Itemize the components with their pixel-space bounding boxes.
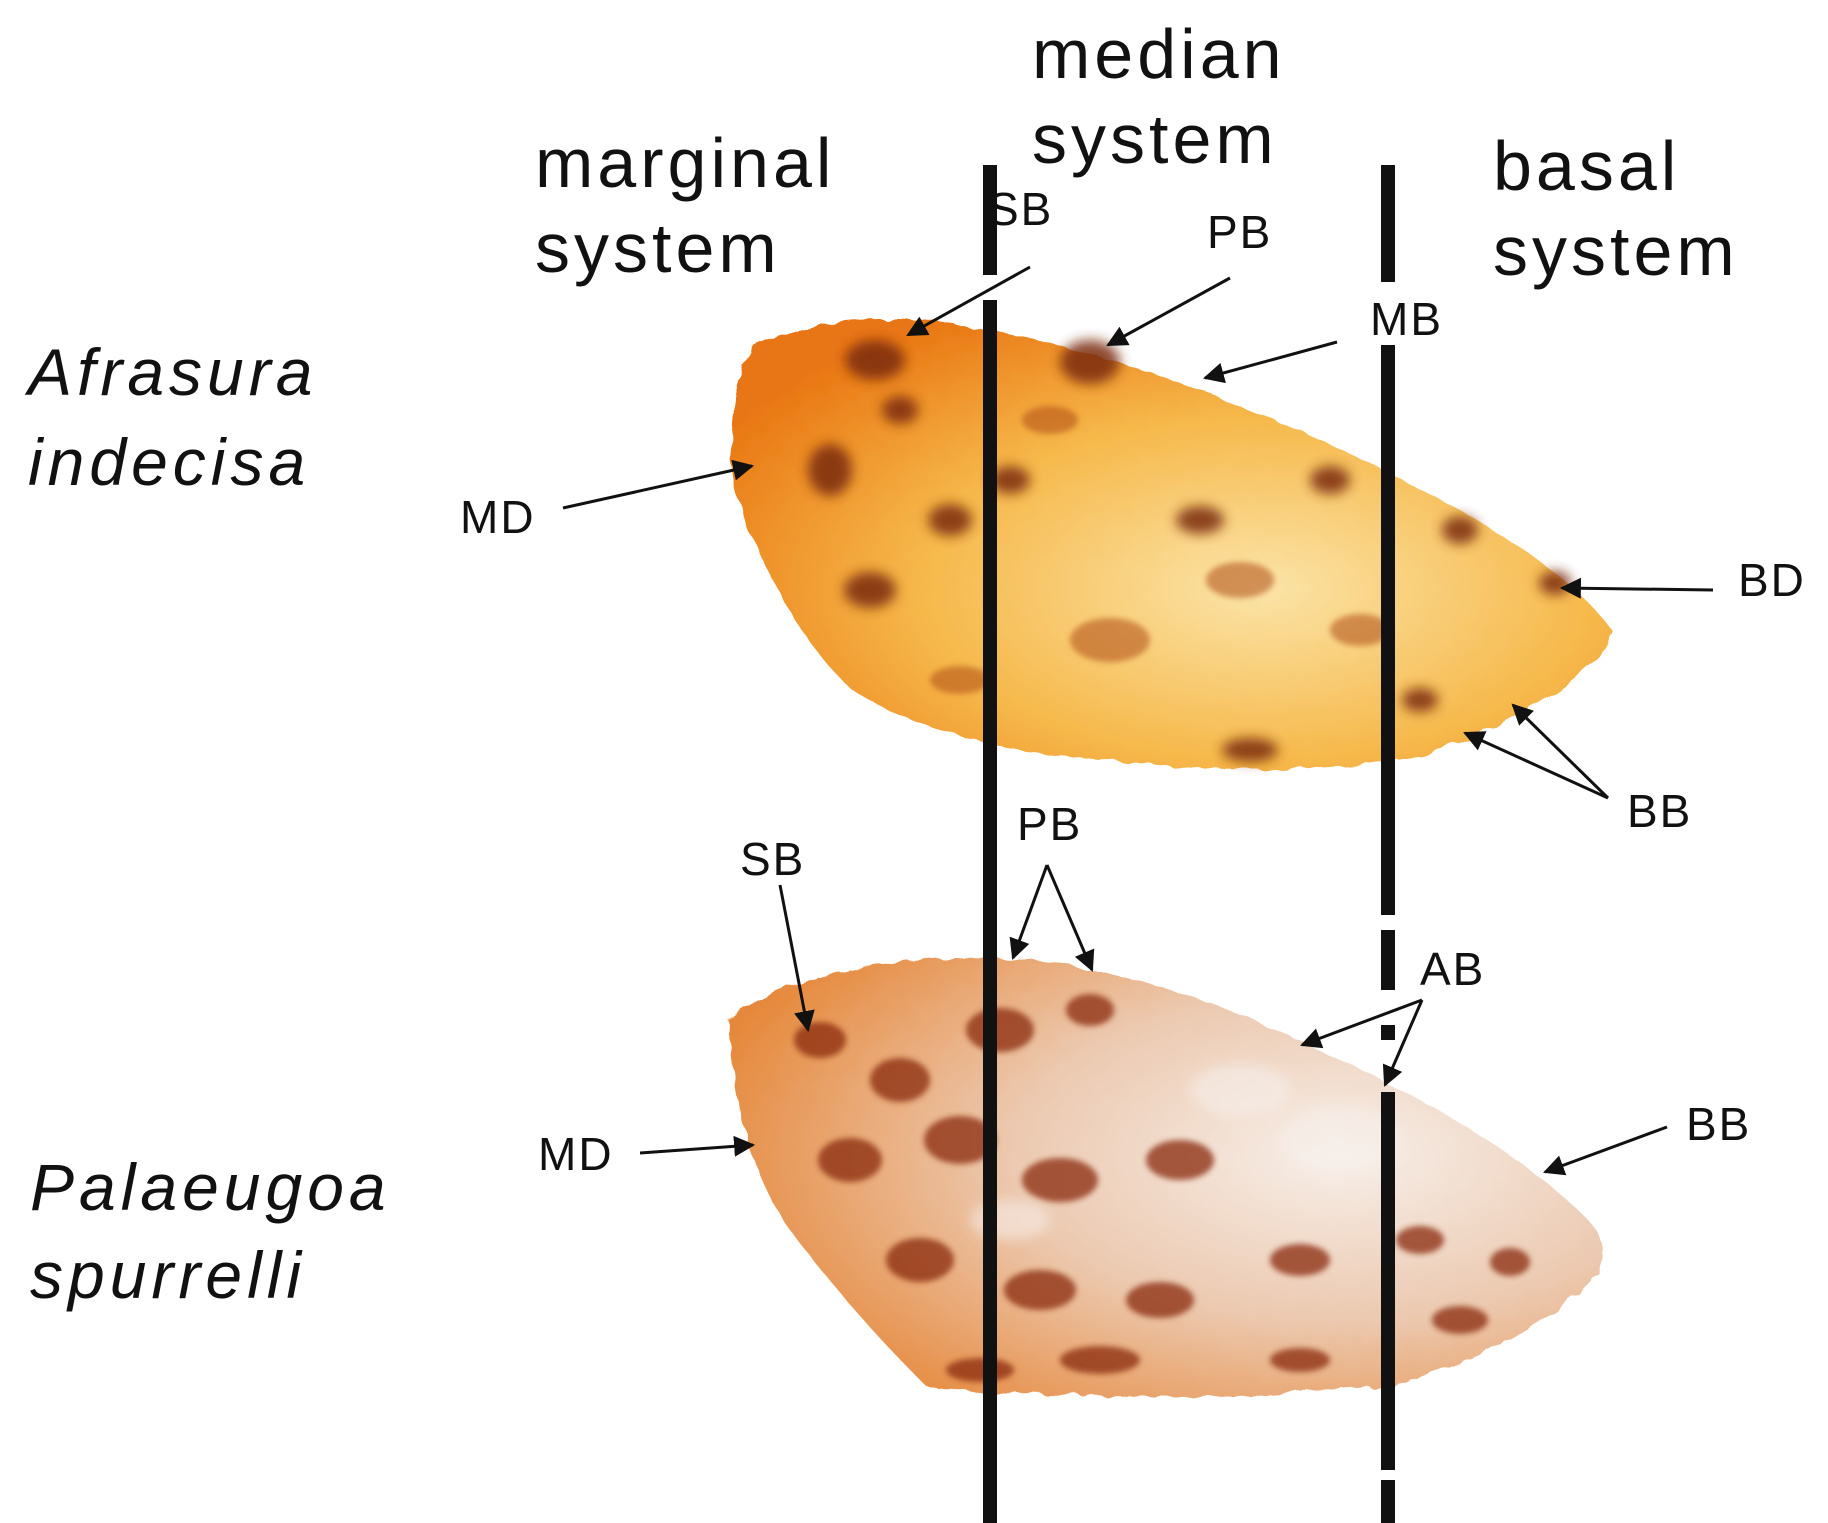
- label-bottom-md: MD: [538, 1128, 614, 1180]
- wing-palaeugoa: [728, 958, 1603, 1397]
- arrow-bottom-bb: [1545, 1127, 1667, 1172]
- label-bottom-ab: AB: [1420, 943, 1485, 995]
- arrow-top-md: [563, 466, 752, 508]
- median-system-label-line1: median: [1032, 15, 1286, 93]
- median-system-label-line2: system: [1032, 100, 1278, 178]
- species-top-epithet: indecisa: [28, 425, 310, 499]
- species-bottom-genus: Palaeugoa: [30, 1150, 391, 1224]
- arrow-top-sb: [908, 267, 1030, 335]
- basal-system-label-line1: basal: [1493, 127, 1680, 205]
- marginal-system-label-line2: system: [535, 209, 781, 287]
- label-top-pb: PB: [1207, 206, 1272, 258]
- species-bottom-epithet: spurrelli: [30, 1238, 306, 1312]
- label-top-bd: BD: [1738, 554, 1806, 606]
- label-top-sb: SB: [988, 183, 1053, 235]
- label-bottom-bb: BB: [1686, 1098, 1751, 1150]
- wing-afrasura-body: [731, 319, 1612, 769]
- arrow-top-mb: [1205, 342, 1337, 378]
- arrow-bottom-pb-2: [1047, 865, 1092, 970]
- arrow-bottom-md: [640, 1145, 753, 1153]
- label-bottom-pb: PB: [1017, 798, 1082, 850]
- basal-system-label-line2: system: [1493, 212, 1739, 290]
- arrow-top-bd: [1562, 588, 1713, 590]
- wing-afrasura: [731, 319, 1612, 769]
- label-bottom-sb: SB: [740, 833, 805, 885]
- marginal-system-label-line1: marginal: [535, 124, 835, 202]
- label-top-bb: BB: [1627, 785, 1692, 837]
- arrow-top-pb: [1108, 278, 1230, 345]
- arrow-top-bb-2: [1513, 705, 1608, 798]
- arrow-top-bb-1: [1465, 733, 1608, 798]
- label-top-md: MD: [460, 491, 536, 543]
- arrow-bottom-pb-1: [1013, 865, 1047, 958]
- species-top-genus: Afrasura: [24, 335, 317, 409]
- label-top-mb: MB: [1370, 293, 1443, 345]
